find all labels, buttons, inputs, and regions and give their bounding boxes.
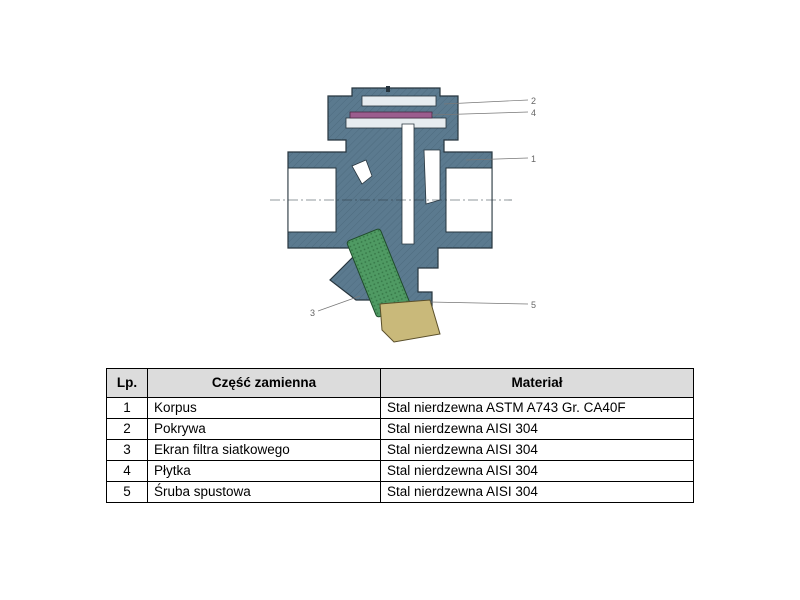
callouts	[317, 99, 529, 312]
cell-part: Śruba spustowa	[147, 481, 381, 503]
inlet-passage	[351, 159, 373, 185]
cell-lp: 5	[106, 481, 148, 503]
leader-3	[317, 295, 361, 312]
valve-body	[287, 87, 493, 319]
leader-4	[431, 111, 529, 116]
cell-part: Pokrywa	[147, 418, 381, 440]
header-lp: Lp.	[106, 368, 148, 398]
table-row: 5 Śruba spustowa Stal nierdzewna AISI 30…	[106, 481, 694, 503]
table-row: 3 Ekran filtra siatkowego Stal nierdzewn…	[106, 439, 694, 461]
cell-lp: 1	[106, 397, 148, 419]
outlet-passage	[423, 149, 441, 205]
table-row: 2 Pokrywa Stal nierdzewna AISI 304	[106, 418, 694, 440]
callout-4: 4	[531, 108, 536, 118]
plate	[349, 111, 433, 119]
cell-material: Stal nierdzewna AISI 304	[380, 460, 694, 482]
cell-lp: 4	[106, 460, 148, 482]
drain-plug	[379, 299, 441, 343]
callout-1: 1	[531, 154, 536, 164]
cell-part: Ekran filtra siatkowego	[147, 439, 381, 461]
callout-2: 2	[531, 96, 536, 106]
cover-nipple	[386, 86, 390, 92]
cross-section-svg: 2 4 1 3 5	[270, 86, 536, 343]
leader-5	[429, 301, 529, 305]
header-material: Materiał	[380, 368, 694, 398]
cover-inner-cavity	[345, 117, 447, 129]
parts-table: Lp. Część zamienna Materiał 1 Korpus Sta…	[106, 368, 694, 503]
cell-lp: 3	[106, 439, 148, 461]
callout-3: 3	[310, 308, 315, 318]
cell-material: Stal nierdzewna ASTM A743 Gr. CA40F	[380, 397, 694, 419]
cell-material: Stal nierdzewna AISI 304	[380, 418, 694, 440]
cell-material: Stal nierdzewna AISI 304	[380, 481, 694, 503]
parts-table-header-row: Lp. Część zamienna Materiał	[106, 368, 694, 398]
callout-5: 5	[531, 300, 536, 310]
cell-material: Stal nierdzewna AISI 304	[380, 439, 694, 461]
cell-part: Płytka	[147, 460, 381, 482]
leader-2	[443, 99, 529, 105]
table-row: 4 Płytka Stal nierdzewna AISI 304	[106, 460, 694, 482]
cover-top	[361, 95, 437, 107]
cell-part: Korpus	[147, 397, 381, 419]
leader-1	[465, 157, 529, 161]
vertical-passage	[401, 123, 415, 245]
steam-trap-cross-section-drawing: 2 4 1 3 5	[270, 86, 536, 343]
table-row: 1 Korpus Stal nierdzewna ASTM A743 Gr. C…	[106, 397, 694, 419]
header-part: Część zamienna	[147, 368, 381, 398]
valve-body-hatch	[288, 88, 492, 318]
strainer-screen-mesh	[347, 229, 410, 317]
cell-lp: 2	[106, 418, 148, 440]
